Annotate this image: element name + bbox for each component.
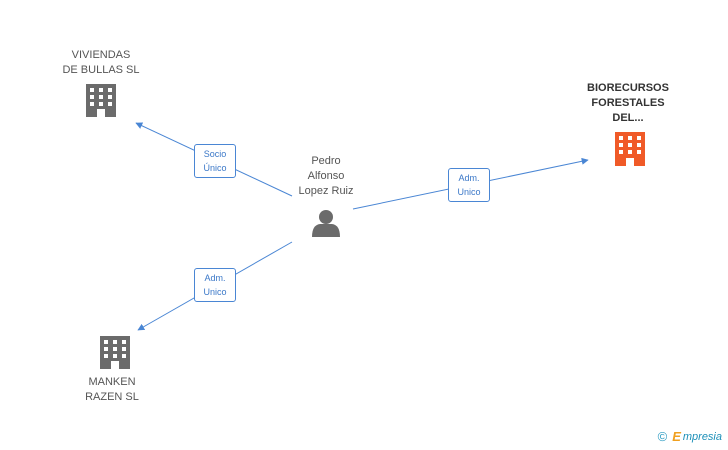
company-name-viviendas[interactable]: VIVIENDAS DE BULLAS SL (62, 49, 140, 76)
person-name[interactable]: Pedro Alfonso Lopez Ruiz (298, 155, 354, 197)
company-name-biorecursos[interactable]: BIORECURSOS FORESTALES DEL... (587, 82, 669, 124)
relation-badge-manken: Adm. Unico (194, 268, 236, 302)
empresia-logo-icon: E (672, 429, 681, 444)
copyright-symbol: © (657, 429, 668, 444)
building-icon[interactable] (615, 132, 645, 166)
building-icon[interactable] (100, 336, 130, 369)
relation-badge-viviendas: Socio Único (194, 144, 236, 178)
brand-name: mpresia (682, 430, 722, 443)
person-icon[interactable] (312, 210, 340, 237)
company-name-manken[interactable]: MANKEN RAZEN SL (85, 376, 139, 403)
copyright-footer: © E mpresia (658, 429, 722, 444)
building-icon[interactable] (86, 84, 116, 117)
relation-badge-biorecursos: Adm. Unico (448, 168, 490, 202)
